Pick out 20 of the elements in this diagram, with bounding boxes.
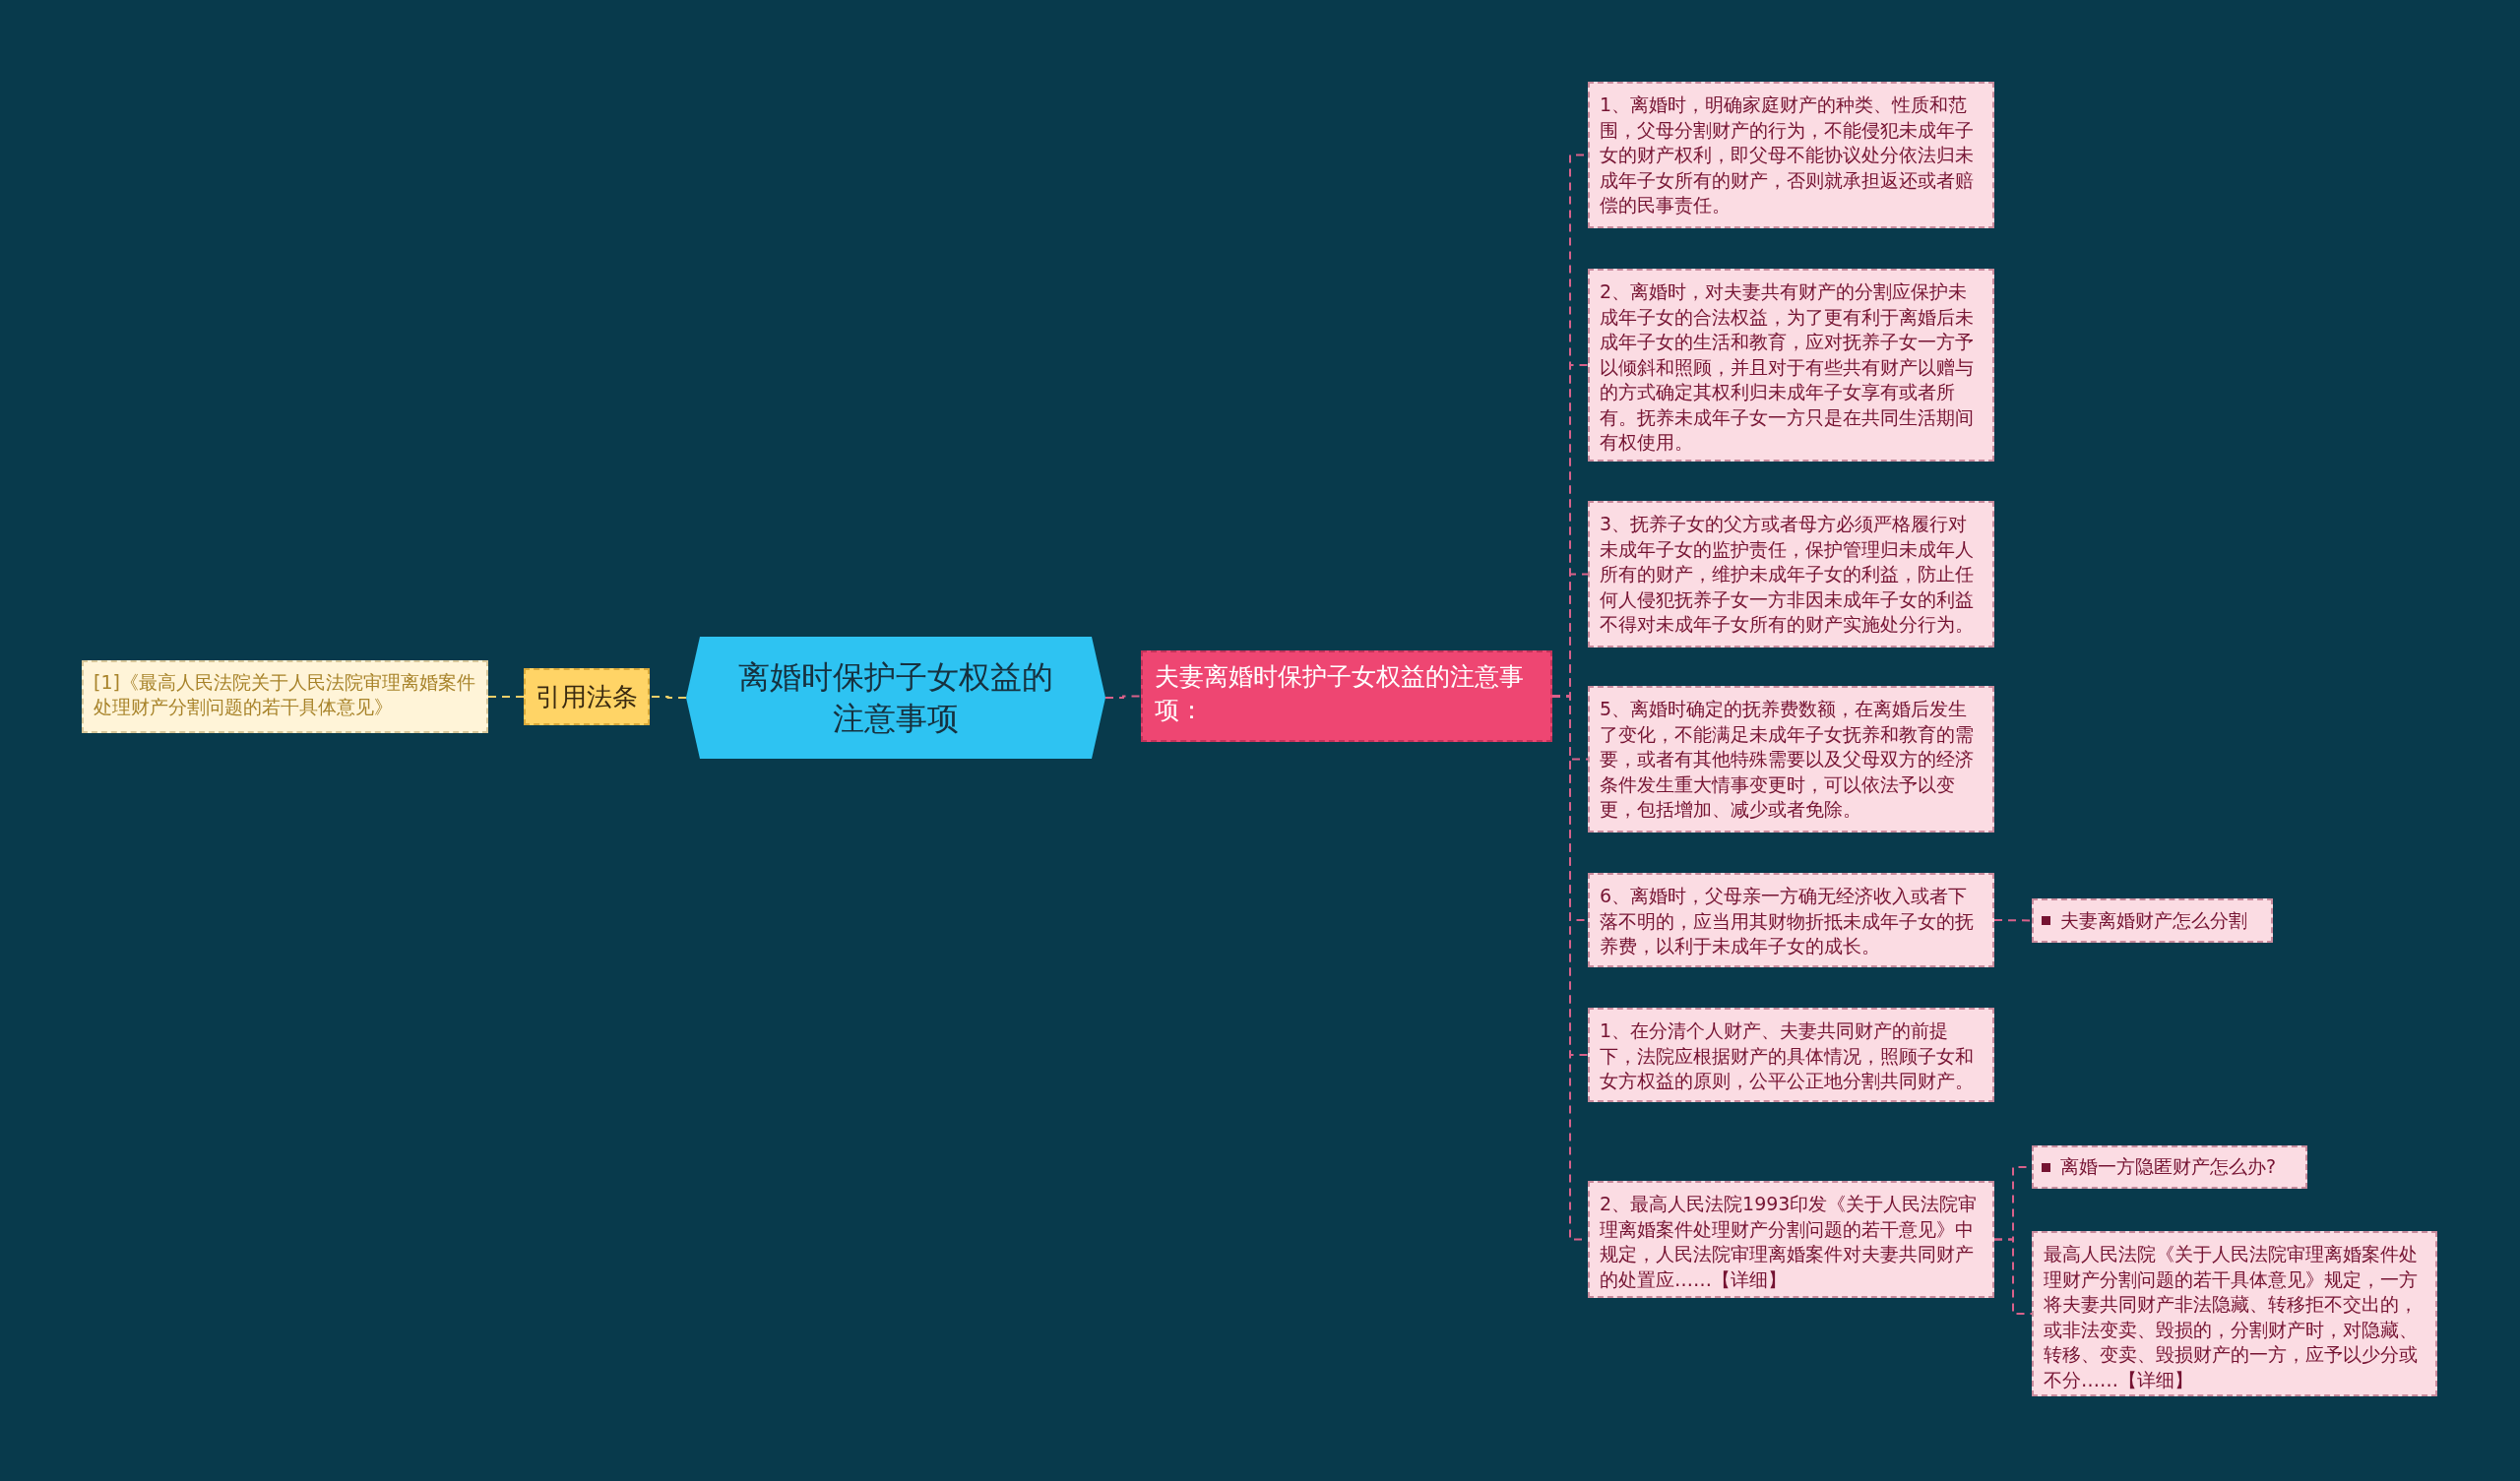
text-box: 2、离婚时，对夫妻共有财产的分割应保护未成年子女的合法权益，为了更有利于离婚后未成年子女的生活和教育，应对抚养子女一方予以倾斜和照顾，并且对于有些共有财产以赠与的方式确定其权利归未成年子女享有或者所有。抚养未成年子女一方只是在共同生活期间有权使用。: [1588, 269, 1994, 462]
text-box: 2、最高人民法院1993印发《关于人民法院审理离婚案件处理财产分割问题的若干意见》中规定，人民法院审理离婚案件对夫妻共同财产的处置应……【详细】: [1588, 1181, 1994, 1298]
connector: [1993, 1238, 2033, 1315]
link-box: [2032, 1145, 2307, 1189]
link-box: [2032, 898, 2273, 943]
text-box: 1、在分清个人财产、夫妻共同财产的前提下，法院应根据财产的具体情况，照顾子女和女方权益的原则，公平公正地分割共同财产。: [1588, 1008, 1994, 1102]
connector: [649, 696, 687, 699]
text-box: 5、离婚时确定的抚养费数额，在离婚后发生了变化，不能满足未成年子女抚养和教育的需要，或者有其他特殊需要以及父母双方的经济条件发生重大情事变更时，可以依法予以变更，包括增加、减少或者免除。: [1588, 686, 1994, 833]
topic-box: 夫妻离婚时保护子女权益的注意事项：: [1141, 650, 1552, 742]
text-box: 3、抚养子女的父方或者母方必须严格履行对未成年子女的监护责任，保护管理归未成年人所有的财产，维护未成年子女的利益，防止任何人侵犯抚养子女一方非因未成年子女的利益不得对未成年子女所有的财产实施处分行为。: [1588, 501, 1994, 648]
connector: [1993, 919, 2033, 922]
topic-box: 引用法条: [524, 668, 650, 725]
text-box: 最高人民法院《关于人民法院审理离婚案件处理财产分割问题的若干具体意见》规定，一方将夫妻共同财产非法隐藏、转移拒不交出的，或非法变卖、毁损的，分割财产时，对隐藏、转移、变卖、毁损财产的一方，应予以少分或不分……【详细】: [2032, 1231, 2437, 1396]
link-text: 离婚一方隐匿财产怎么办?: [2060, 1154, 2277, 1180]
note-box: [1]《最高人民法院关于人民法院审理离婚案件处理财产分割问题的若干具体意见》: [82, 660, 488, 733]
text-box: 1、离婚时，明确家庭财产的种类、性质和范围，父母分割财产的行为，不能侵犯未成年子女的财产权利，即父母不能协议处分依法归未成年子女所有的财产，否则就承担返还或者赔偿的民事责任。: [1588, 82, 1994, 228]
connector: [487, 696, 525, 698]
text-box: 6、离婚时，父母亲一方确无经济收入或者下落不明的，应当用其财物折抵未成年子女的抚养费，以利于未成年子女的成长。: [1588, 873, 1994, 967]
connector: [1104, 695, 1142, 699]
link-text: 夫妻离婚财产怎么分割: [2060, 907, 2247, 933]
